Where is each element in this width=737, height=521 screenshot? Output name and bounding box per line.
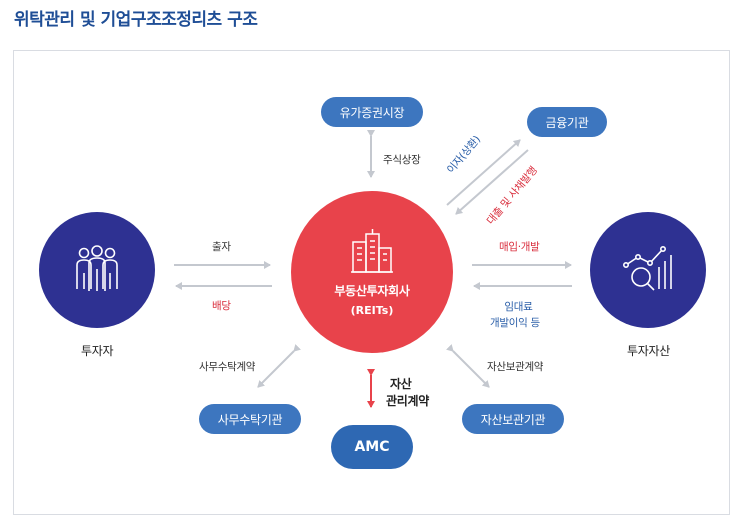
reits-label: 부동산투자회사	[334, 283, 410, 298]
purchase-dev-label: 매입·개발	[499, 241, 540, 253]
custody-contract-label: 자산보관계약	[487, 361, 544, 373]
reits-node: 부동산투자회사 (REITs)	[291, 191, 453, 353]
investment-label: 출자	[212, 241, 231, 253]
page-title: 위탁관리 및 기업구조조정리츠 구조	[14, 10, 258, 30]
custody-contract-arrow	[445, 343, 490, 388]
financial-institution-pill: 금융기관	[527, 107, 607, 137]
amc-pill: AMC	[331, 425, 413, 469]
investor-node	[39, 212, 155, 328]
rent-label-line2: 개발이익 등	[490, 317, 540, 329]
interest-arrow	[446, 139, 521, 206]
asset-mgmt-line1: 자산	[390, 377, 412, 391]
rent-label-line1: 임대료	[504, 301, 533, 313]
admin-contract-label: 사무수탁계약	[199, 361, 256, 373]
custodian-pill: 자산보관기관	[462, 404, 564, 434]
investor-label: 투자자	[81, 344, 114, 358]
reits-sublabel: (REITs)	[350, 303, 394, 317]
asset-mgmt-line2: 관리계약	[386, 394, 429, 408]
people-group-icon	[76, 245, 118, 291]
admin-contract-arrow	[257, 343, 302, 388]
asset-mgmt-contract-label: 자산 관리계약	[386, 376, 429, 410]
securities-market-pill: 유가증권시장	[321, 97, 423, 127]
assets-node	[590, 212, 706, 328]
rent-dev-label: 임대료 개발이익 등	[490, 299, 540, 331]
assets-label: 투자자산	[627, 344, 670, 358]
chart-magnifier-icon	[622, 245, 672, 291]
stock-listing-label: 주식상장	[383, 154, 421, 166]
admin-agent-pill: 사무수탁기관	[199, 404, 301, 434]
dividend-label: 배당	[212, 300, 231, 312]
loan-arrow	[455, 149, 529, 215]
city-buildings-icon	[351, 228, 393, 273]
